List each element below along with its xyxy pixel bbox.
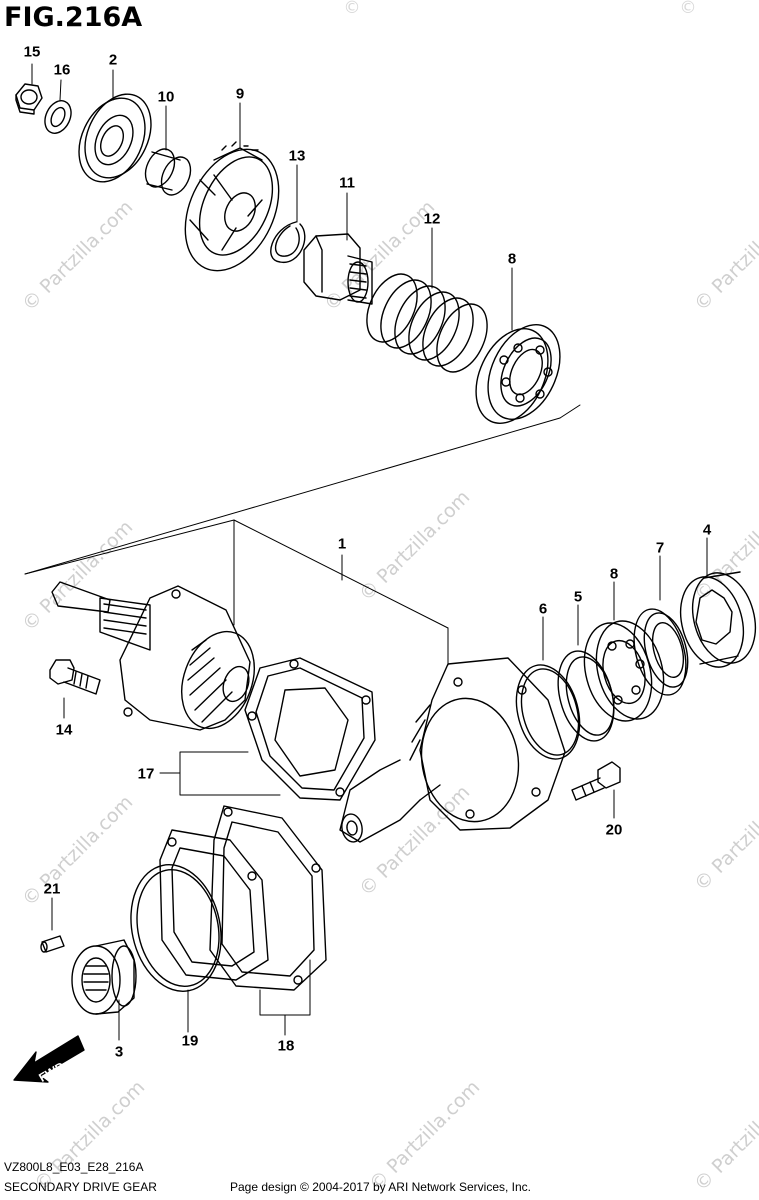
callout-3: 3: [114, 1043, 124, 1061]
needle-bearing-part-3: [71, 939, 137, 1015]
callout-16: 16: [53, 61, 71, 79]
copyright-notice: Page design © 2004-2017 by ARI Network S…: [230, 1180, 532, 1194]
gear-part-9: [184, 141, 280, 272]
gasket-part-17: [244, 657, 376, 801]
callout-20: 20: [605, 821, 623, 839]
watermark-symbol: ©: [343, 0, 361, 18]
ring-part-5: [557, 650, 615, 742]
assembly-frame-lines: [24, 404, 581, 666]
callout-1: 1: [337, 535, 347, 553]
leader-lines-lower: [51, 537, 708, 1041]
nut-part-15: [15, 83, 43, 115]
watermark-symbol: ©: [679, 0, 697, 18]
gear-housing: [339, 657, 566, 843]
collar-part-10: [144, 148, 192, 196]
callout-12: 12: [423, 210, 441, 228]
callout-15: 15: [23, 43, 41, 61]
o-ring-part-19: [130, 864, 222, 992]
callout-6: 6: [538, 600, 548, 618]
figure-title: FIG.216A: [4, 2, 143, 33]
callout-18: 18: [277, 1037, 295, 1055]
callout-7: 7: [655, 539, 665, 557]
callout-14: 14: [55, 721, 73, 739]
bearing-part-8-lower: [583, 620, 665, 722]
callout-11: 11: [339, 174, 355, 192]
spring-part-12: [366, 273, 488, 373]
drive-shaft-part-1: [51, 581, 255, 731]
callout-4: 4: [702, 521, 712, 539]
washer-part-16: [44, 100, 72, 134]
leader-lines-top: [31, 63, 513, 331]
callout-5: 5: [573, 588, 583, 606]
bearing-part-2: [78, 93, 152, 183]
callout-2: 2: [108, 51, 118, 69]
bolt-part-14: [49, 659, 101, 695]
bolt-part-20: [571, 761, 621, 801]
callout-9: 9: [235, 85, 245, 103]
callout-8-upper: 8: [507, 250, 517, 268]
lock-nut-part-4: [679, 571, 757, 668]
callout-13: 13: [288, 147, 306, 165]
pin-part-21: [40, 935, 65, 953]
figure-code: VZ800L8_E03_E28_216A: [4, 1160, 144, 1174]
bearing-part-8-upper: [475, 324, 561, 424]
cam-part-11: [303, 233, 373, 305]
callout-21: 21: [43, 880, 61, 898]
fwd-arrow-icon: [13, 1035, 85, 1083]
gasket-part-18: [159, 805, 327, 991]
section-title: SECONDARY DRIVE GEAR: [4, 1180, 157, 1194]
callout-8-lower: 8: [609, 565, 619, 583]
callout-17: 17: [137, 765, 155, 783]
callout-10: 10: [157, 88, 175, 106]
seal-part-7: [633, 608, 689, 696]
o-ring-part-6: [515, 664, 581, 760]
callout-19: 19: [181, 1032, 199, 1050]
circlip-part-13: [270, 221, 306, 263]
